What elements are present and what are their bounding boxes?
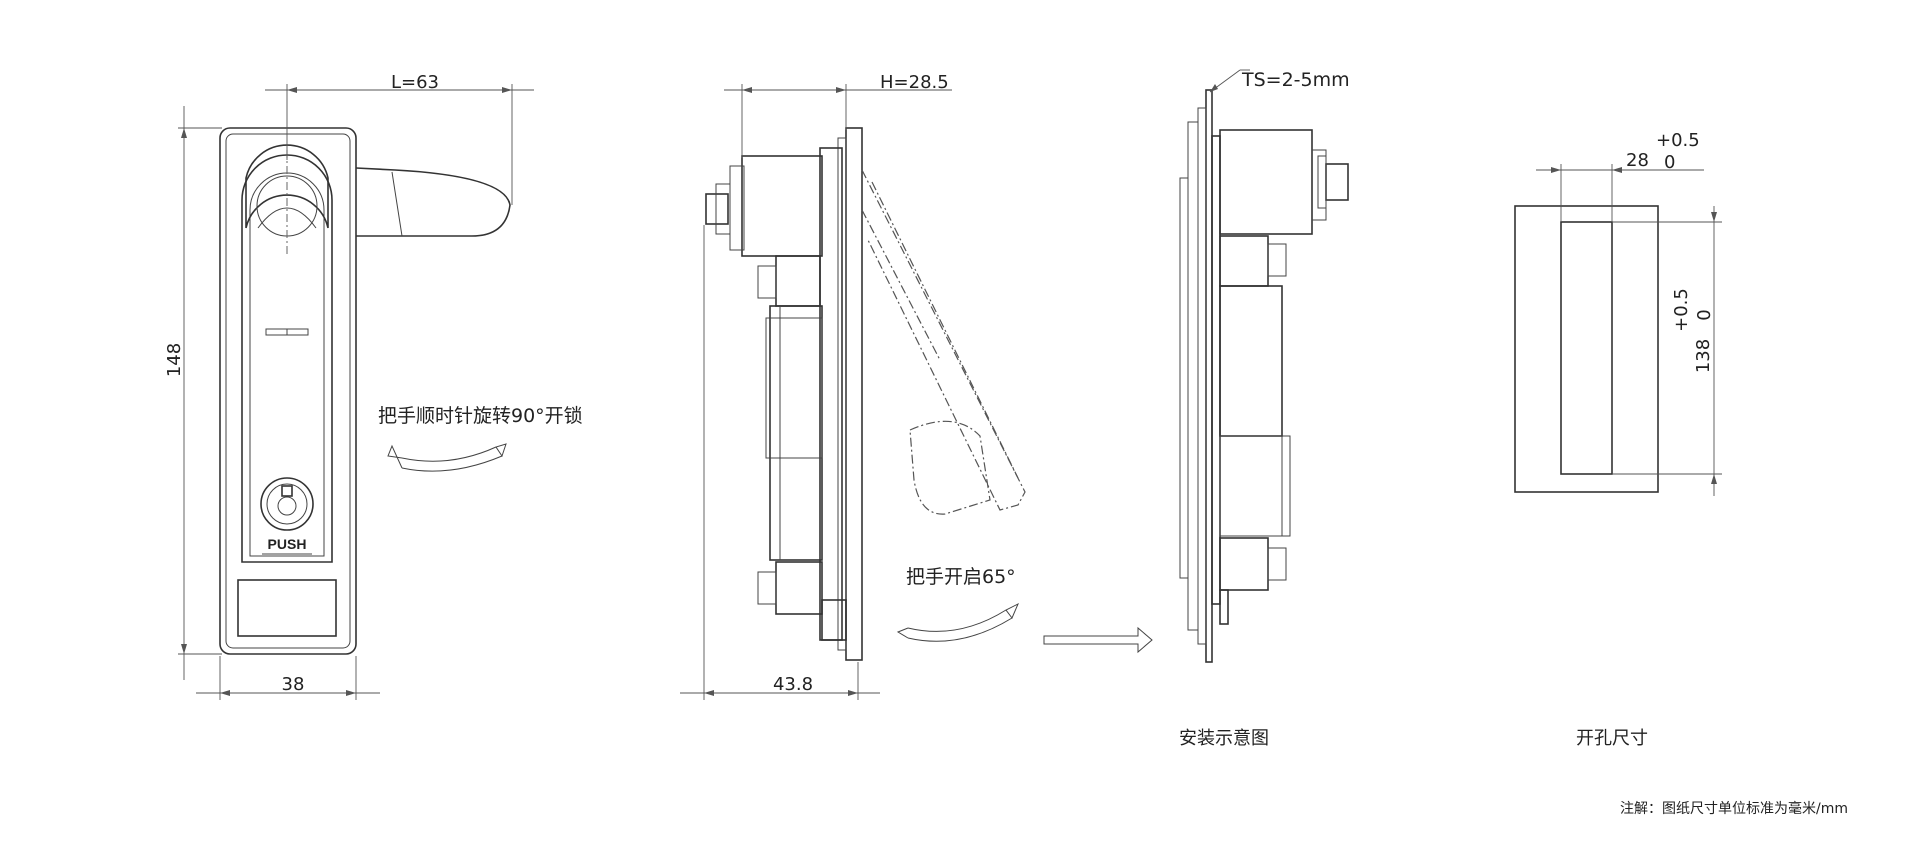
dim-cutout-width-tol-lower: 0 bbox=[1664, 152, 1675, 173]
dim-cutout-width-tol-upper: +0.5 bbox=[1656, 130, 1700, 151]
side-view: H=28.5 43.8 把手开启65° bbox=[680, 72, 1153, 700]
front-view: PUSH L=63 148 38 把手顺时针旋转90°开锁 bbox=[164, 72, 583, 700]
install-view: TS=2-5mm 安装示意图 bbox=[1179, 69, 1350, 749]
cutout-view: 28 +0.5 0 138 +0.5 0 开孔尺寸 bbox=[1514, 130, 1722, 749]
dim-cutout-width: 28 bbox=[1626, 150, 1649, 171]
caption-install: 安装示意图 bbox=[1179, 728, 1269, 749]
open-note: 把手开启65° bbox=[906, 566, 1016, 588]
rotate-note: 把手顺时针旋转90°开锁 bbox=[378, 405, 583, 427]
dim-panel-thickness: TS=2-5mm bbox=[1241, 69, 1350, 91]
push-label: PUSH bbox=[268, 536, 307, 552]
caption-cutout: 开孔尺寸 bbox=[1576, 728, 1648, 749]
dim-depth: H=28.5 bbox=[880, 72, 949, 93]
dim-total-depth: 43.8 bbox=[773, 674, 813, 695]
dim-width: 38 bbox=[282, 674, 305, 695]
dim-length: L=63 bbox=[391, 72, 439, 93]
dim-cutout-height-tol-upper: +0.5 bbox=[1671, 288, 1692, 332]
footnote: 注解：图纸尺寸单位标准为毫米/mm bbox=[1620, 800, 1848, 817]
dim-height: 148 bbox=[164, 343, 185, 377]
dim-cutout-height-tol-lower: 0 bbox=[1694, 309, 1715, 320]
dim-cutout-height: 138 bbox=[1693, 339, 1714, 373]
